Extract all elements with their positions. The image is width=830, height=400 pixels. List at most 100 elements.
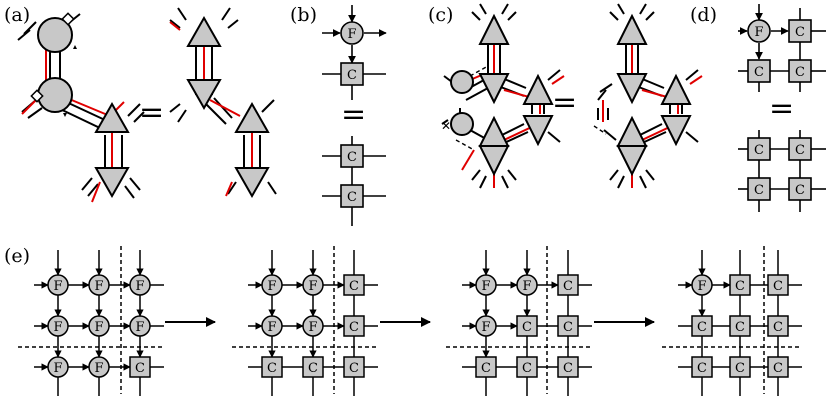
f-node: [129, 274, 151, 296]
equals-sign-d: =: [769, 91, 794, 126]
f-node: [261, 274, 283, 296]
f-node-label: F: [53, 361, 62, 376]
c-node: [302, 356, 324, 378]
f-node: [129, 315, 151, 337]
c-node-label: C: [522, 320, 532, 335]
c-node-label: C: [754, 143, 764, 158]
panel-label-b: (b): [290, 4, 317, 26]
f-node: [47, 315, 69, 337]
f-node: [475, 274, 497, 296]
c-node-label: C: [563, 320, 573, 335]
f-node-label: F: [754, 25, 763, 40]
c-node: [340, 144, 364, 168]
c-node: [475, 356, 497, 378]
c-node-label: C: [754, 183, 764, 198]
c-node: [767, 315, 789, 337]
f-node: [88, 356, 110, 378]
c-node: [340, 184, 364, 208]
c-node-label: C: [697, 361, 707, 376]
panel-label-e: (e): [4, 245, 30, 267]
f-node-label: F: [481, 320, 490, 335]
c-node-label: C: [735, 320, 745, 335]
f-node: [88, 315, 110, 337]
c-node: [516, 315, 538, 337]
c-node: [557, 315, 579, 337]
c-node-label: C: [773, 279, 783, 294]
c-node-label: C: [349, 279, 359, 294]
c-node-label: C: [795, 25, 805, 40]
f-node-label: F: [53, 320, 62, 335]
c-node: [343, 274, 365, 296]
c-node-label: C: [349, 361, 359, 376]
f-node-label: F: [94, 279, 103, 294]
c-node: [261, 356, 283, 378]
c-node: [343, 315, 365, 337]
panel-label-c: (c): [428, 4, 453, 26]
c-node-label: C: [795, 65, 805, 80]
c-node-label: C: [754, 65, 764, 80]
c-node: [729, 315, 751, 337]
f-node: [516, 274, 538, 296]
c-node: [691, 315, 713, 337]
equals-sign-a: =: [139, 95, 164, 130]
f-node-label: F: [522, 279, 531, 294]
f-node: [88, 274, 110, 296]
c-node-label: C: [481, 361, 491, 376]
f-node-label: F: [267, 279, 276, 294]
f-node-label: F: [53, 279, 62, 294]
panel-a-diagram: =: [17, 7, 277, 203]
c-node: [129, 356, 151, 378]
c-node-label: C: [563, 279, 573, 294]
c-node: [767, 274, 789, 296]
c-node-label: C: [522, 361, 532, 376]
f-node: [302, 315, 324, 337]
c-node: [729, 356, 751, 378]
c-node-label: C: [563, 361, 573, 376]
f-node: [47, 356, 69, 378]
f-node-label: F: [94, 361, 103, 376]
c-node: [557, 274, 579, 296]
c-node: [516, 356, 538, 378]
c-node-label: C: [267, 361, 277, 376]
f-node-label: F: [308, 320, 317, 335]
cross-marker: ✕: [441, 119, 451, 133]
f-node: [340, 21, 364, 45]
panel-b-diagram: F C = C C: [322, 5, 387, 226]
c-node-label: C: [795, 143, 805, 158]
c-node-label: C: [347, 68, 357, 83]
f-node-label: F: [135, 320, 144, 335]
equals-sign-c: =: [552, 85, 577, 120]
f-node: [261, 315, 283, 337]
c-node: [557, 356, 579, 378]
c-node-label: C: [773, 361, 783, 376]
c-node: [691, 356, 713, 378]
f-node: [475, 315, 497, 337]
c-node: [343, 356, 365, 378]
f-node: [691, 274, 713, 296]
c-node-label: C: [773, 320, 783, 335]
c-node-label: C: [347, 150, 357, 165]
c-node-label: C: [349, 320, 359, 335]
f-node: [302, 274, 324, 296]
f-node-label: F: [135, 279, 144, 294]
c-node-label: C: [347, 190, 357, 205]
f-node-label: F: [267, 320, 276, 335]
c-node-label: C: [135, 361, 145, 376]
c-node-label: C: [735, 279, 745, 294]
c-node-label: C: [308, 361, 318, 376]
f-node-label: F: [308, 279, 317, 294]
panel-label-a: (a): [4, 4, 30, 26]
c-node-label: C: [735, 361, 745, 376]
c-node: [340, 62, 364, 86]
panel-c-diagram: ✕ =: [441, 3, 703, 189]
c-node-label: C: [697, 320, 707, 335]
f-node-label: F: [697, 279, 706, 294]
f-node-label: F: [481, 279, 490, 294]
f-node: [47, 274, 69, 296]
equals-sign-b: =: [341, 97, 366, 132]
panel-d-diagram: F C C C = C C C C: [738, 4, 826, 212]
c-node: [729, 274, 751, 296]
c-node-label: C: [795, 183, 805, 198]
